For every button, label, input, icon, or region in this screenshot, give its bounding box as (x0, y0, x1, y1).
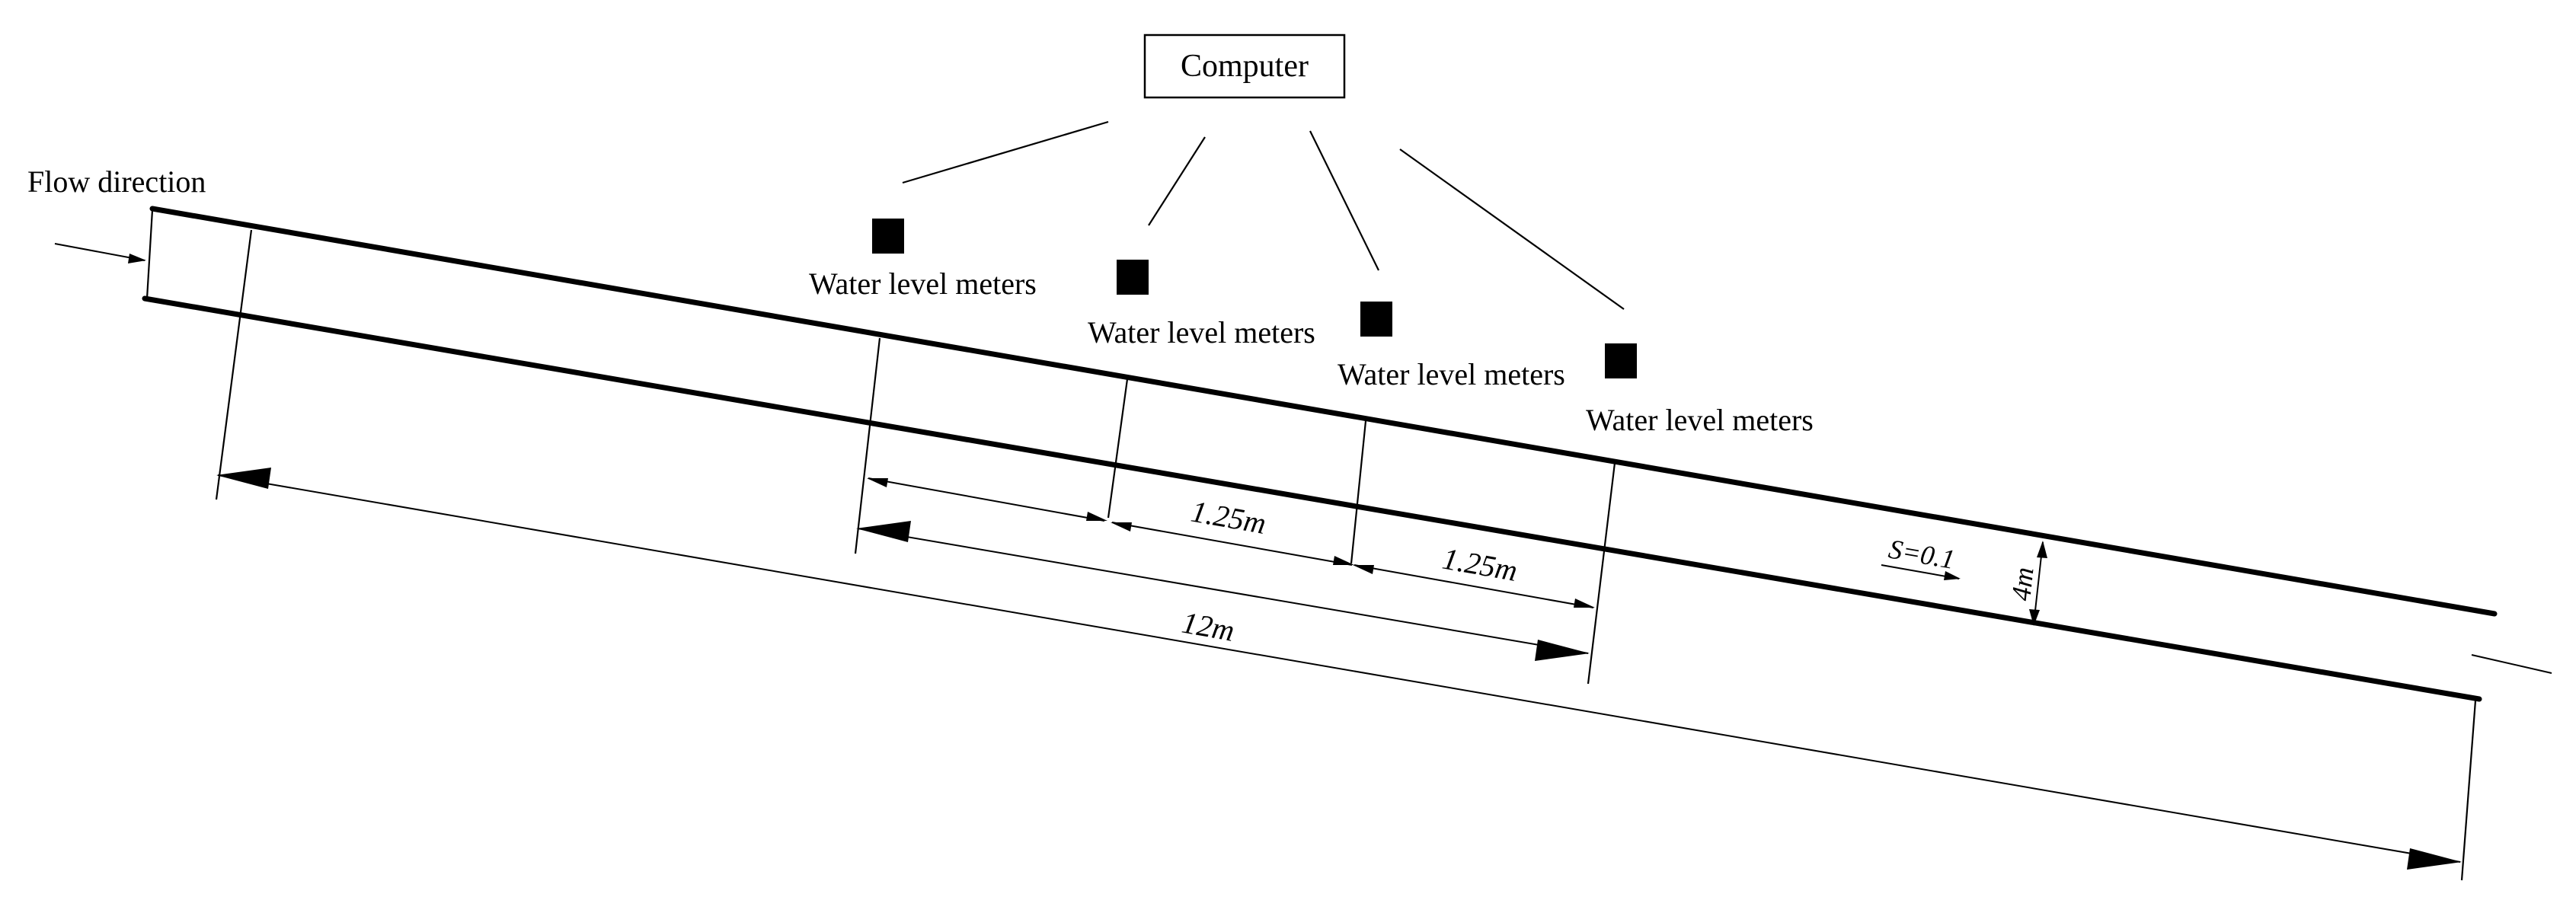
dimension-total-line (217, 474, 2461, 863)
connection-line-4 (1399, 148, 1625, 310)
computer-node: Computer (1143, 34, 1346, 99)
dimension-spacing-3-line (1354, 564, 1594, 608)
dimension-depth-label: 4m (2006, 566, 2039, 602)
slope-label: S=0.1 (1887, 533, 1958, 575)
dimension-spacing-1-line (868, 477, 1105, 522)
extension-line-meter-1 (854, 337, 881, 554)
flow-direction: Flow direction (27, 164, 2552, 674)
flume-channel (142, 206, 2498, 702)
extension-line-meter-3 (1350, 420, 1367, 564)
inflow-arrowhead (128, 254, 146, 263)
dimension-meter-span-line (857, 528, 1589, 654)
meter-label-1: Water level meters (809, 267, 1037, 301)
dimension-depth-arrow-bottom (2029, 609, 2040, 626)
computer-label: Computer (1181, 49, 1309, 84)
dimension-meter-span-arrow-left (856, 521, 911, 542)
connection-lines (902, 120, 1625, 310)
dimension-spacing-1 (867, 477, 1107, 522)
dimension-total-arrow-right (2407, 848, 2462, 870)
dimension-depth: 4m (2006, 541, 2047, 626)
extension-line-meter-4 (1587, 462, 1616, 685)
meter-labels: Water level meters Water level meters Wa… (809, 267, 1814, 437)
meter-sensor-1 (872, 219, 904, 254)
dimension-spacing-3-arrow-left (1353, 565, 1374, 574)
dimension-spacing-3: 1.25m (1353, 541, 1595, 608)
connection-line-1 (902, 120, 1109, 184)
meter-label-3: Water level meters (1338, 357, 1565, 391)
dimension-total: 12m (216, 468, 2462, 870)
meter-sensor-3 (1360, 302, 1392, 337)
flow-direction-label: Flow direction (27, 164, 206, 199)
computer-box (1143, 34, 1346, 99)
dimension-spacing-2: 1.25m (1111, 494, 1354, 566)
connection-line-2 (1148, 136, 1206, 226)
dimension-total-label: 12m (1179, 605, 1237, 648)
meter-sensors (872, 219, 1637, 378)
channel-top-wall (149, 206, 2498, 617)
dimension-spacing-3-arrow-right (1574, 599, 1595, 608)
channel-inlet-edge (145, 209, 154, 299)
connection-line-3 (1309, 130, 1379, 271)
meter-label-2: Water level meters (1088, 315, 1315, 350)
extension-line-start (215, 229, 253, 500)
dimension-spacing-2-arrow-left (1111, 522, 1132, 532)
dimension-spacing-1-arrow-left (867, 478, 888, 487)
slope-arrowhead (1944, 571, 1961, 580)
meter-sensor-2 (1117, 260, 1149, 295)
extension-lines (215, 229, 2477, 881)
meter-label-4: Water level meters (1586, 403, 1814, 437)
extension-line-meter-2 (1107, 378, 1129, 519)
dimension-meter-span-arrow-right (1535, 640, 1590, 661)
meter-sensor-4 (1605, 343, 1637, 378)
extension-line-end (2460, 700, 2477, 881)
dimension-spacing-2-label: 1.25m (1440, 541, 1520, 588)
slope-indicator: S=0.1 (1881, 533, 1961, 580)
channel-bottom-wall (142, 295, 2482, 702)
dimension-spacing-2-line (1111, 522, 1353, 566)
dimension-depth-arrow-top (2037, 541, 2047, 558)
dimension-spacing-2-arrow-right (1333, 556, 1354, 565)
dimension-total-arrow-left (216, 468, 271, 489)
dimension-meter-span (856, 521, 1590, 661)
dimension-spacing-1-arrow-right (1086, 512, 1107, 521)
dimension-spacing-1-label: 1.25m (1188, 494, 1268, 541)
outflow-arrow-line (2471, 654, 2552, 674)
